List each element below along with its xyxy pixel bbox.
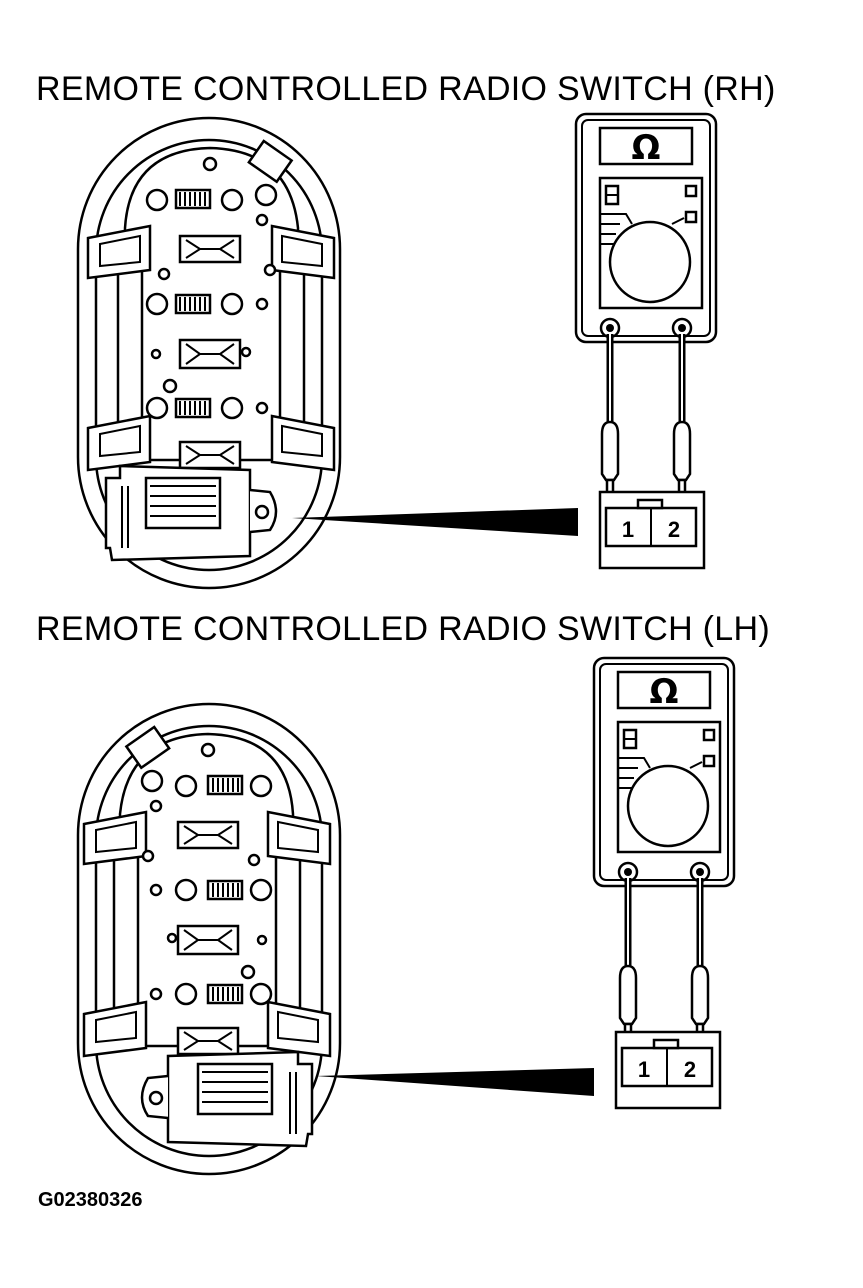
pin-label-rh-2: 2 [668,517,680,542]
switch-rh [76,116,342,590]
pin-label-lh-1: 1 [638,1057,650,1082]
pin-label-lh-2: 2 [684,1057,696,1082]
multimeter-rh: Ω [574,112,718,344]
section-title-rh: REMOTE CONTROLLED RADIO SWITCH (RH) [36,70,776,108]
connector-rh: 1 2 [598,490,706,570]
pointer-lh [316,1068,594,1096]
ohm-symbol-lh: Ω [650,672,679,712]
pin-label-rh-1: 1 [622,517,634,542]
probe-lead-rh-2 [674,334,690,516]
ohm-symbol-rh: Ω [632,128,661,168]
switch-lh [76,702,342,1176]
connector-lh: 1 2 [614,1030,722,1110]
figure-code: G02380326 [38,1189,143,1211]
pointer-rh [292,508,578,536]
multimeter-lh: Ω [592,656,736,888]
probe-lead-rh-1 [602,334,618,516]
section-title-lh: REMOTE CONTROLLED RADIO SWITCH (LH) [36,610,770,648]
